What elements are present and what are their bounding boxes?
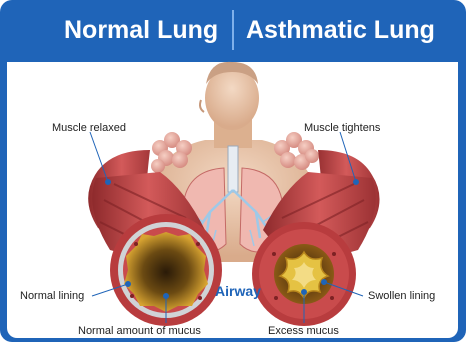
muscle-tightens-label: Muscle tightens (304, 122, 380, 135)
airway-label: Airway (215, 283, 261, 299)
normal-lining-label: Normal lining (20, 290, 84, 303)
excess-mucus-label: Excess mucus (268, 325, 339, 338)
swollen-lining-label: Swollen lining (368, 290, 435, 303)
normal-mucus-label: Normal amount of mucus (78, 325, 201, 338)
muscle-relaxed-label: Muscle relaxed (52, 122, 126, 135)
